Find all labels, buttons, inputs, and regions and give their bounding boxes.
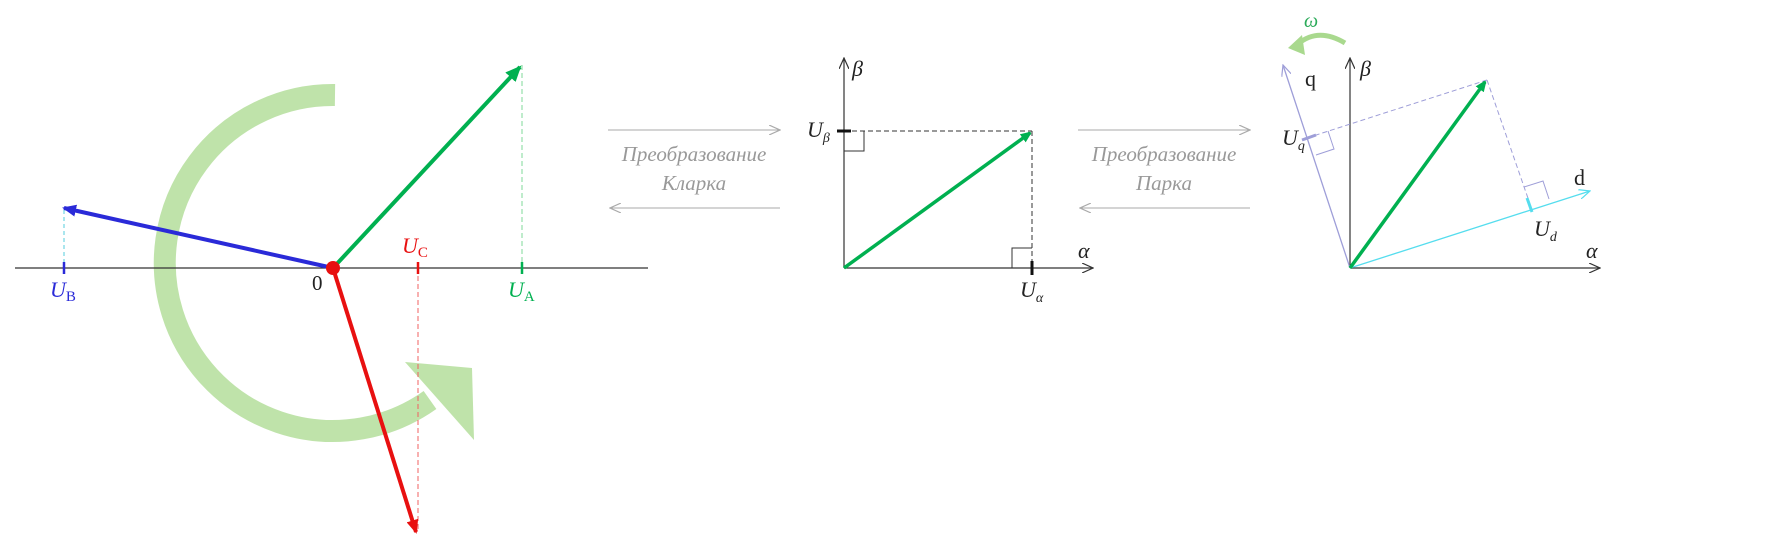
park-voltage-vector	[1348, 82, 1485, 270]
park-panel: ω β α d q Ud Uq	[1282, 10, 1600, 268]
omega-rotation-icon	[1296, 32, 1347, 46]
park-u-q-label: Uq	[1282, 125, 1305, 154]
park-caption-line1: Преобразование	[1091, 142, 1237, 166]
rotation-arrow-icon	[153, 83, 437, 442]
park-d-label: d	[1574, 165, 1585, 190]
clarke-u-alpha-label: Uα	[1020, 277, 1044, 306]
park-u-d-tick	[1525, 197, 1534, 213]
park-u-d-sub: d	[1550, 230, 1558, 245]
ub-label: UB	[50, 277, 76, 305]
phase-b-vector	[62, 204, 334, 270]
park-u-d-main: U	[1534, 216, 1552, 241]
park-u-q-tick	[1301, 133, 1317, 142]
clarke-panel: β α Uβ Uα	[807, 56, 1093, 306]
origin-label: 0	[312, 271, 323, 295]
park-alpha-label: α	[1586, 238, 1598, 263]
clarke-caption-line2: Кларка	[661, 171, 726, 195]
omega-label: ω	[1304, 10, 1318, 32]
park-d-axis	[1349, 191, 1590, 269]
park-q-projection	[1309, 79, 1488, 138]
clarke-u-beta-main: U	[807, 117, 825, 142]
park-u-q-main: U	[1282, 125, 1300, 150]
clarke-caption-line1: Преобразование	[621, 142, 767, 166]
clarke-u-beta-sub: β	[822, 131, 830, 146]
ua-label-main: U	[508, 277, 526, 302]
park-q-axis	[1283, 65, 1351, 269]
phase-c-vector	[331, 267, 419, 534]
park-q-label: q	[1305, 66, 1316, 91]
ub-label-main: U	[50, 277, 68, 302]
clarke-caption-block: Преобразование Кларка	[608, 130, 780, 208]
three-phase-panel: 0 UA UB UC	[15, 65, 648, 534]
uc-label-main: U	[402, 233, 420, 258]
park-caption-line2: Парка	[1135, 171, 1192, 195]
clarke-voltage-vector	[842, 133, 1030, 270]
clarke-right-angle-alpha	[1011, 247, 1032, 268]
clarke-u-alpha-main: U	[1020, 277, 1038, 302]
uc-label-sub: C	[418, 245, 428, 261]
clarke-alpha-label: α	[1078, 238, 1090, 263]
ua-label-sub: A	[524, 289, 535, 305]
park-u-q-sub: q	[1298, 139, 1305, 154]
uc-label: UC	[402, 233, 428, 261]
park-right-angle-q	[1315, 130, 1335, 156]
park-right-angle-d	[1523, 180, 1550, 200]
phase-a-vector	[331, 65, 522, 270]
park-caption-block: Преобразование Парка	[1078, 130, 1250, 208]
clarke-beta-label: β	[851, 56, 863, 81]
origin-dot	[326, 261, 340, 275]
park-u-d-label: Ud	[1534, 216, 1558, 245]
clarke-right-angle-beta	[844, 131, 865, 152]
clarke-u-beta-label: Uβ	[807, 117, 830, 146]
rotation-arrowhead-icon	[405, 362, 474, 440]
clarke-u-alpha-sub: α	[1036, 291, 1044, 306]
park-beta-label: β	[1359, 56, 1371, 81]
ua-label: UA	[508, 277, 535, 305]
ub-label-sub: B	[66, 289, 76, 305]
park-d-projection	[1486, 79, 1531, 205]
omega-arrowhead-icon	[1288, 35, 1305, 55]
